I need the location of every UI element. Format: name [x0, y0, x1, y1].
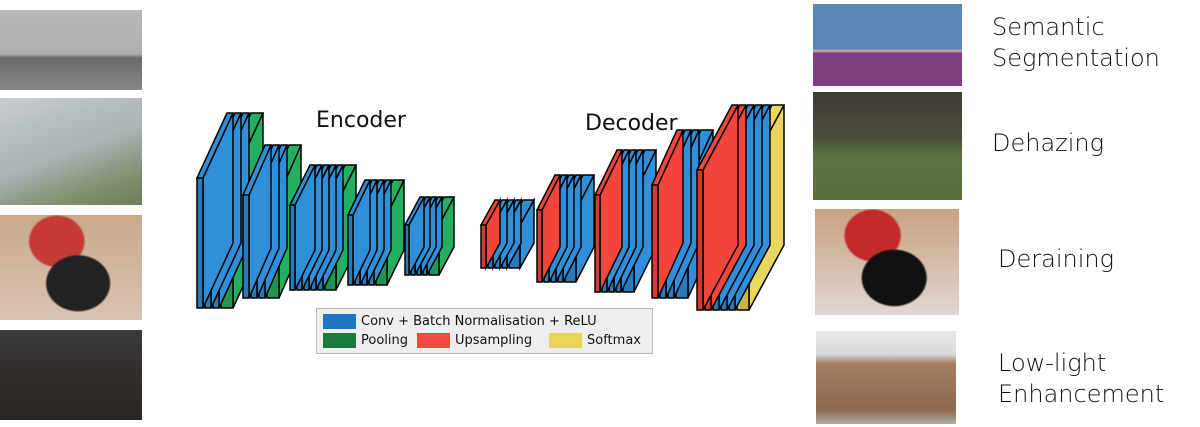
task-label-low-light-enhancement: Low-light Enhancement — [998, 349, 1165, 408]
input-image-rainy-cat — [0, 215, 142, 320]
legend-item-pooling: Pooling — [323, 333, 408, 348]
decoder-block-3 — [593, 149, 658, 293]
task-label-semantic-segmentation: Semantic Segmentation — [992, 13, 1160, 72]
decoder-block-5 — [695, 104, 786, 311]
decoder-label: Decoder — [585, 111, 678, 136]
decoder-block-1 — [479, 197, 536, 271]
input-image-foggy-road — [0, 10, 142, 90]
encoder-block-5 — [403, 196, 456, 276]
legend-swatch — [323, 333, 356, 348]
legend-item-softmax: Softmax — [549, 333, 641, 348]
output-image-enhanced-building — [816, 331, 956, 424]
layer-front — [404, 224, 410, 276]
task-label-deraining: Deraining — [998, 245, 1114, 273]
layer-front — [696, 169, 704, 311]
output-image-segmentation — [813, 4, 962, 86]
legend-swatch — [417, 333, 450, 348]
legend-label: Conv + Batch Normalisation + ReLU — [361, 314, 597, 329]
layer-front — [289, 204, 296, 291]
layer-front — [242, 194, 250, 299]
input-image-hazy-park — [0, 98, 142, 205]
legend-item-upsampling: Upsampling — [417, 333, 532, 348]
encoder-block-4 — [346, 179, 406, 286]
encoder-label: Encoder — [316, 108, 406, 133]
layer-front — [347, 214, 354, 286]
input-image-dark-building — [0, 330, 142, 420]
legend-label: Pooling — [361, 333, 408, 348]
legend: Conv + Batch Normalisation + ReLU Poolin… — [316, 308, 653, 354]
decoder-block-2 — [535, 174, 596, 283]
output-image-dehazed-park — [813, 92, 962, 200]
encoder-block-3 — [288, 164, 358, 291]
legend-swatch — [549, 333, 582, 348]
legend-item-conv: Conv + Batch Normalisation + ReLU — [323, 314, 597, 329]
layer-front — [480, 224, 487, 269]
layer-front — [651, 184, 659, 299]
legend-label: Softmax — [587, 333, 641, 348]
layer-front — [196, 177, 204, 309]
layer-front — [536, 209, 543, 283]
task-label-dehazing: Dehazing — [992, 129, 1105, 157]
output-image-derained-cat — [815, 209, 959, 315]
layer-front — [594, 194, 601, 293]
legend-label: Upsampling — [455, 333, 533, 348]
legend-swatch — [323, 314, 356, 329]
